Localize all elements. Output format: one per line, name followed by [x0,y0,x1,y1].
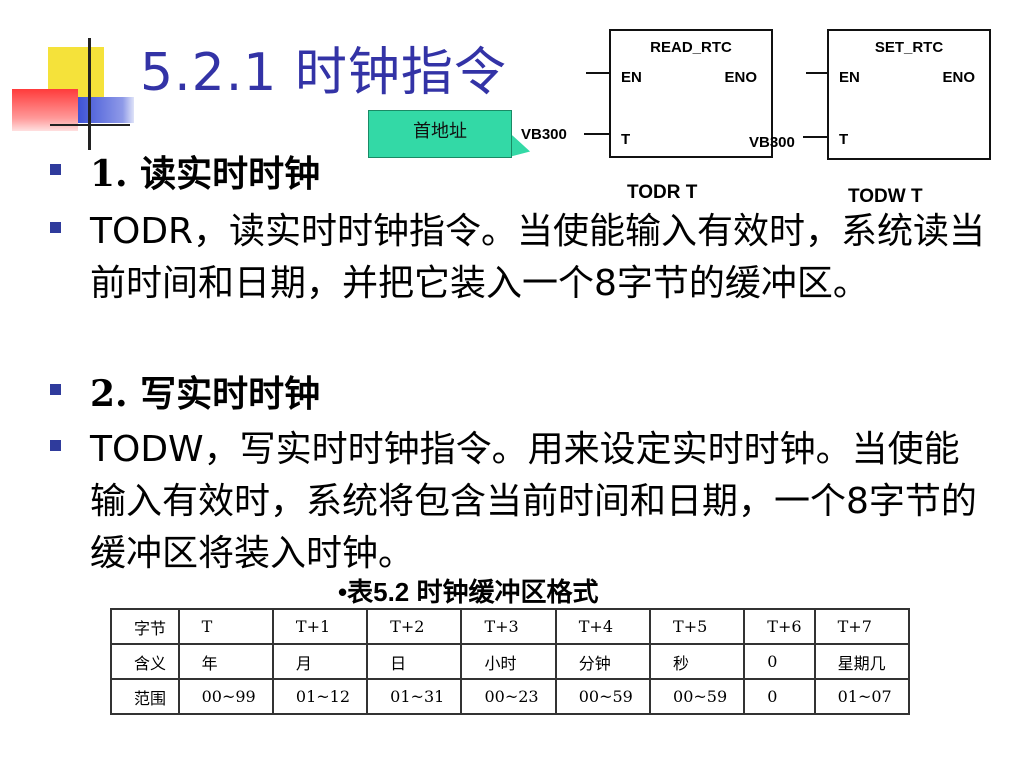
set-t-pin: T [839,131,849,148]
bullet-item: TODW，写实时时钟指令。用来设定实时时钟。当使能输入有效时，系统将包含当前时间… [50,424,990,580]
decor-horizontal-line [50,124,130,126]
table-cell: 秒 [649,643,746,680]
decor-vertical-line [88,38,91,150]
read-rtc-name: READ_RTC [650,39,732,56]
read-t-wire [584,133,610,135]
table-caption: •表5.2 时钟缓冲区格式 [338,577,599,607]
address-callout: 首地址 [368,110,512,158]
bullet-item: TODR，读实时时钟指令。当使能输入有效时，系统读当前时间和日期，并把它装入一个… [50,206,990,310]
bullet-square-icon [50,222,61,233]
table-cell: 分钟 [554,643,652,680]
table-cell: 01~07 [813,678,911,715]
read-eno-pin: ENO [724,69,757,86]
decor-yellow-square [48,47,104,97]
table-cell: T [177,608,274,645]
table-cell: 日 [366,643,463,680]
bullet-text: 2. 写实时时钟 [90,373,321,415]
table-cell: T+1 [271,608,369,645]
table-cell: 0 [743,678,816,715]
table-cell: 字节 [110,608,180,645]
bullet-square-icon [50,440,61,451]
bullet-square-icon [50,384,61,395]
todw-caption: TODW T [848,186,923,207]
table-cell: T+7 [813,608,911,645]
table-row: 范围 00~99 01~12 01~31 00~23 00~59 00~59 0… [110,678,911,715]
bullet-square-icon [50,164,61,175]
table-cell: 月 [271,643,369,680]
table-cell: 00~99 [177,678,274,715]
set-en-wire [806,72,828,74]
read-en-wire [586,72,610,74]
set-vb-label: VB300 [749,134,795,151]
table-cell: 星期几 [813,643,911,680]
set-eno-pin: ENO [942,69,975,86]
table-cell: 含义 [110,643,180,680]
todr-caption: TODR T [627,182,698,203]
set-t-wire [803,136,828,138]
read-rtc-block: READ_RTC EN ENO T [609,29,773,158]
table-cell: 01~31 [366,678,463,715]
bullet-text: 1. 读实时时钟 [90,153,321,195]
table-cell: T+3 [460,608,557,645]
read-en-pin: EN [621,69,642,86]
bullet-item: 1. 读实时时钟 [50,148,990,200]
decor-blue-square [78,97,134,123]
table-row: 含义 年 月 日 小时 分钟 秒 0 星期几 [110,643,911,680]
table-cell: 00~59 [554,678,652,715]
set-rtc-name: SET_RTC [874,39,944,56]
table-cell: 小时 [460,643,557,680]
read-vb-label: VB300 [521,126,567,143]
set-en-pin: EN [839,69,860,86]
table-cell: 01~12 [271,678,369,715]
table-row: 字节 T T+1 T+2 T+3 T+4 T+5 T+6 T+7 [110,608,911,645]
table-cell: 0 [743,643,816,680]
set-rtc-block: SET_RTC EN ENO T [827,29,991,160]
table-cell: 00~23 [460,678,557,715]
table-cell: 00~59 [649,678,746,715]
table-cell: 年 [177,643,274,680]
bullet-item: 2. 写实时时钟 [50,368,990,420]
table-cell: T+4 [554,608,652,645]
table-cell: 范围 [110,678,180,715]
read-t-pin: T [621,131,631,148]
slide-title: 5.2.1 时钟指令 [140,43,507,103]
clock-buffer-table: 字节 T T+1 T+2 T+3 T+4 T+5 T+6 T+7 含义 年 月 … [110,608,911,715]
bullet-text: TODW，写实时时钟指令。用来设定实时时钟。当使能输入有效时，系统将包含当前时间… [90,429,977,574]
table-cell: T+2 [366,608,463,645]
table-cell: T+5 [649,608,746,645]
bullet-text: TODR，读实时时钟指令。当使能输入有效时，系统读当前时间和日期，并把它装入一个… [90,211,986,304]
table-cell: T+6 [743,608,816,645]
